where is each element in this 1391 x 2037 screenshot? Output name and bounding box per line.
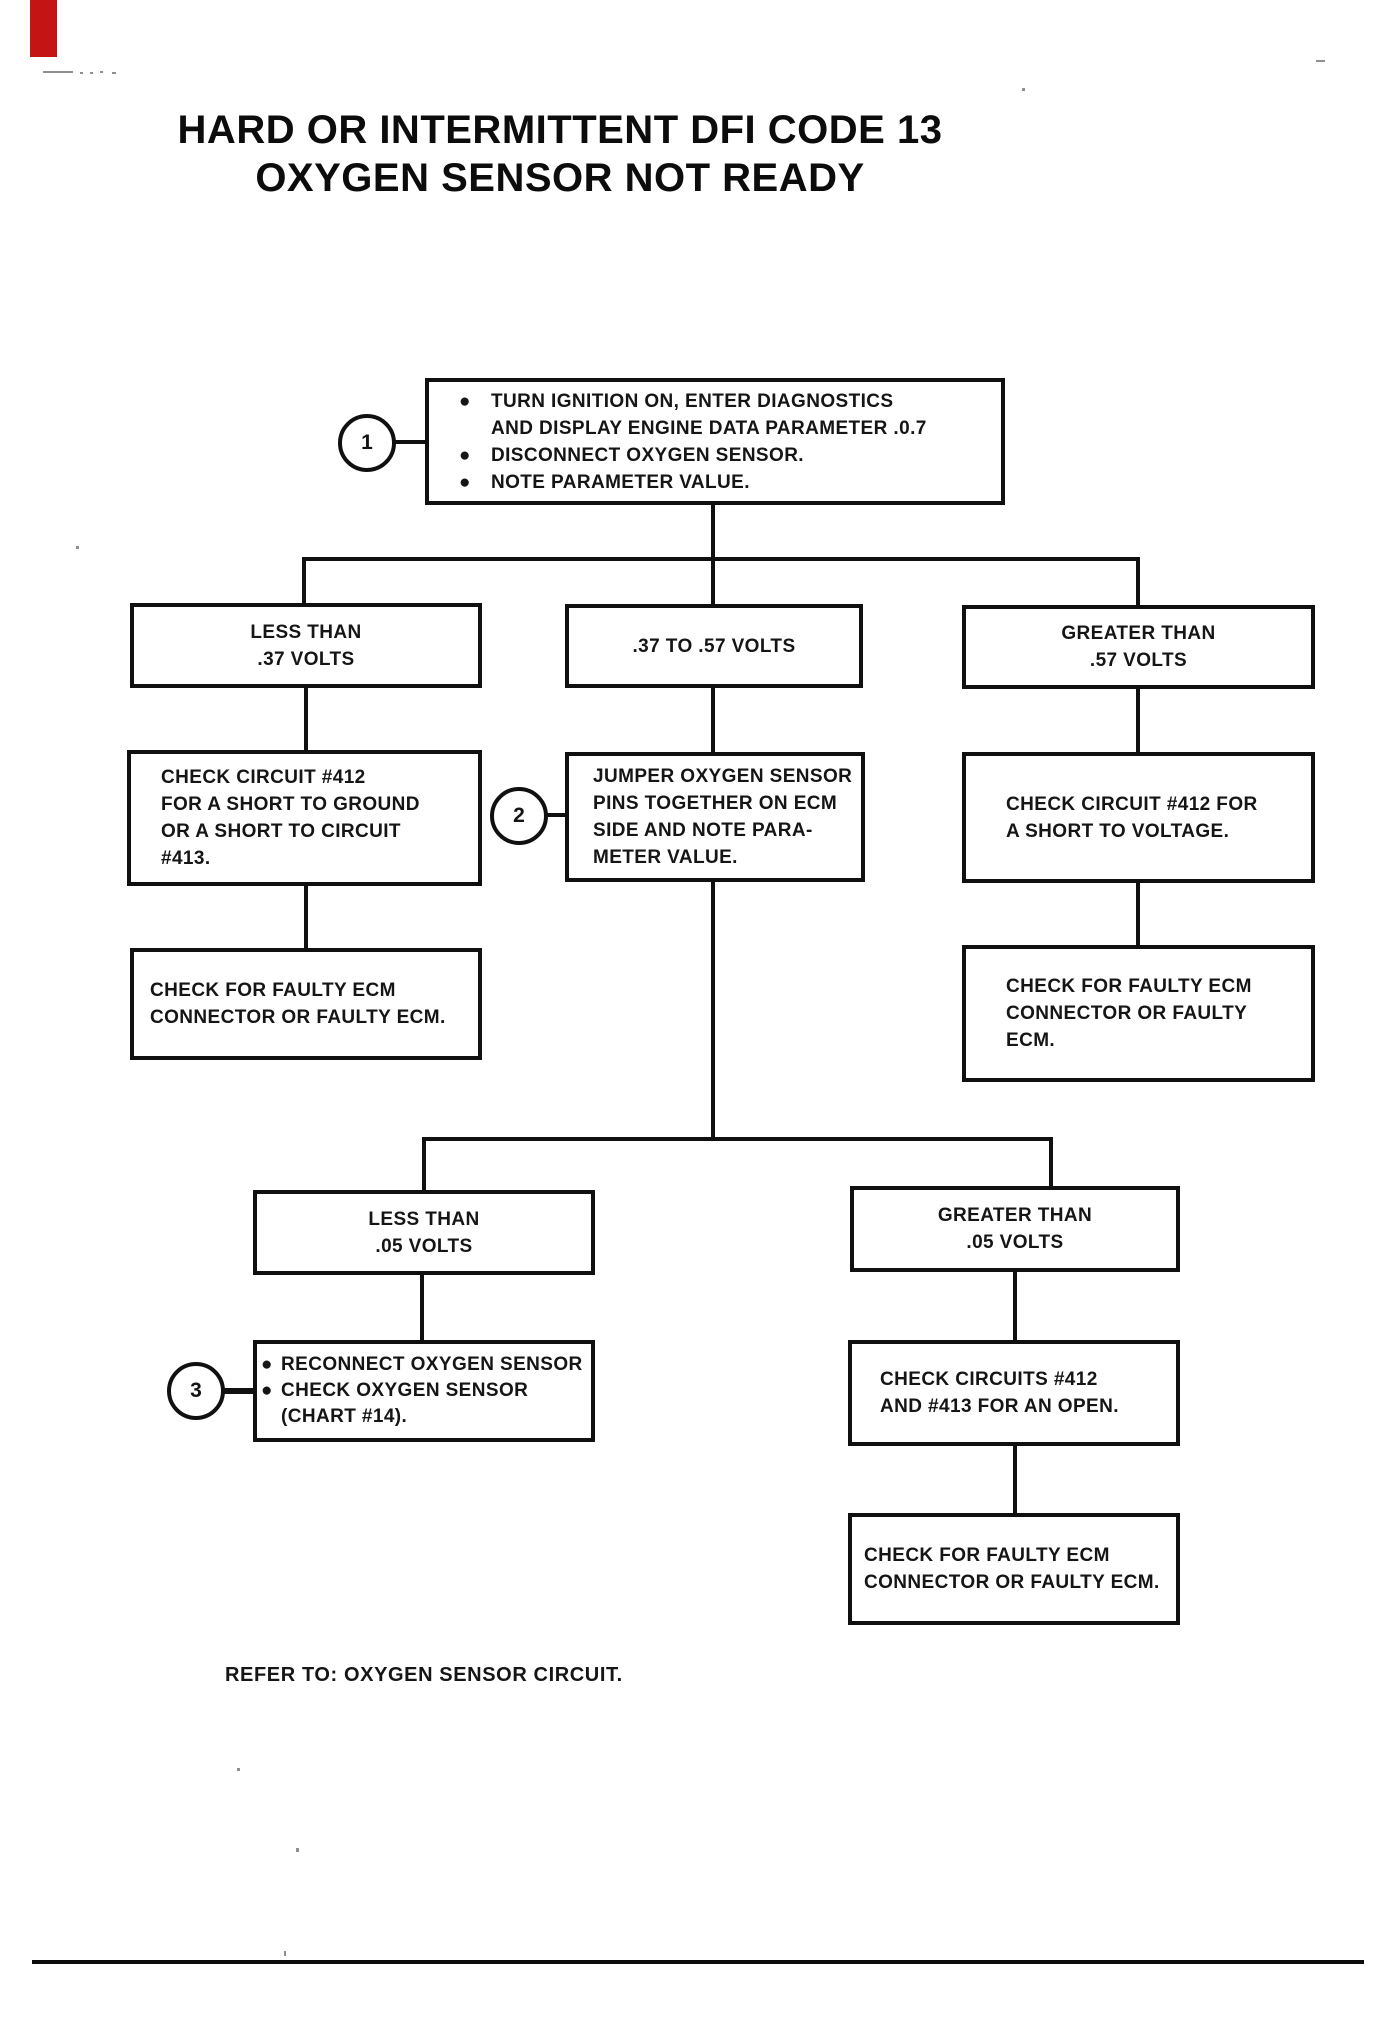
- node-faulty-ecm-right: CHECK FOR FAULTY ECM CONNECTOR OR FAULTY…: [962, 945, 1315, 1082]
- jumper-line-3: SIDE AND NOTE PARA-: [593, 820, 813, 841]
- edge-mid-down: [711, 688, 715, 752]
- ecm-left-line-1: CHECK FOR FAULTY ECM: [150, 980, 396, 1001]
- red-mark: [30, 0, 57, 57]
- jumper-line-4: METER VALUE.: [593, 847, 738, 868]
- edge-start-stem: [711, 503, 715, 559]
- bullet-icon: ●: [459, 444, 471, 466]
- node-faulty-ecm-left: CHECK FOR FAULTY ECM CONNECTOR OR FAULTY…: [130, 948, 482, 1060]
- start-bullet-1-line-2: AND DISPLAY ENGINE DATA PARAMETER .0.7: [491, 417, 927, 439]
- title-line-1: HARD OR INTERMITTENT DFI CODE 13: [177, 108, 943, 152]
- ecm-left-line-2: CONNECTOR OR FAULTY ECM.: [150, 1007, 446, 1028]
- edge-lt37-down: [304, 688, 308, 750]
- start-bullet-3: NOTE PARAMETER VALUE.: [491, 471, 750, 493]
- speckle: [1316, 60, 1325, 62]
- node-less-than-05: LESS THAN .05 VOLTS: [253, 1190, 595, 1275]
- page-title: HARD OR INTERMITTENT DFI CODE 13 OXYGEN …: [0, 106, 1120, 202]
- gt57-line-2: .57 VOLTS: [1089, 650, 1188, 671]
- node-faulty-ecm-bottom: CHECK FOR FAULTY ECM CONNECTOR OR FAULTY…: [848, 1513, 1180, 1625]
- edge-drop-left: [302, 559, 306, 605]
- edge-lower-rail: [422, 1137, 1053, 1141]
- speckle: [80, 72, 83, 74]
- edge-circle2-to-jumper: [546, 813, 567, 817]
- lt37-line-2: .37 VOLTS: [257, 648, 355, 670]
- ecm-bottom-line-2: CONNECTOR OR FAULTY ECM.: [864, 1572, 1160, 1593]
- edge-lower-drop-left: [422, 1139, 426, 1190]
- speckle: [100, 71, 103, 73]
- bullet-icon: ●: [261, 1380, 273, 1401]
- edge-gt57-down: [1136, 689, 1140, 752]
- check412voltage-line-2: A SHORT TO VOLTAGE.: [1006, 820, 1230, 842]
- node-37-to-57: .37 TO .57 VOLTS: [565, 604, 863, 688]
- speckle: [296, 1848, 299, 1852]
- node-jumper-pins: JUMPER OXYGEN SENSOR PINS TOGETHER ON EC…: [565, 752, 865, 882]
- step-circle-1: 1: [338, 414, 396, 472]
- mid3757-line-1: .37 TO .57 VOLTS: [632, 635, 796, 657]
- edge-checkopen-down: [1013, 1446, 1017, 1513]
- speckle: [43, 71, 73, 73]
- edge-drop-right: [1136, 559, 1140, 607]
- node-reconnect-sensor: ● RECONNECT OXYGEN SENSOR ● CHECK OXYGEN…: [253, 1340, 595, 1442]
- jumper-line-2: PINS TOGETHER ON ECM: [593, 793, 838, 814]
- speckle: [284, 1951, 286, 1956]
- ecm-bottom-line-1: CHECK FOR FAULTY ECM: [864, 1545, 1110, 1566]
- bullet-icon: ●: [459, 471, 471, 493]
- ecm-right-line-3: ECM.: [1006, 1030, 1056, 1051]
- check-open-line-1: CHECK CIRCUITS #412: [880, 1369, 1098, 1390]
- jumper-line-1: JUMPER OXYGEN SENSOR: [593, 766, 853, 787]
- edge-right-ecm-down: [1136, 883, 1140, 945]
- edge-left-ecm-down: [304, 886, 308, 948]
- check412ground-line-3: OR A SHORT TO CIRCUIT: [161, 821, 401, 842]
- speckle: [237, 1768, 240, 1771]
- lt05-line-1: LESS THAN: [368, 1208, 480, 1230]
- gt05-line-2: .05 VOLTS: [966, 1232, 1064, 1253]
- step-circle-2: 2: [490, 787, 548, 845]
- lt37-line-1: LESS THAN: [250, 621, 362, 643]
- speckle: [112, 72, 116, 74]
- check412ground-line-4: #413.: [161, 848, 211, 869]
- edge-lt05-down: [420, 1275, 424, 1340]
- edge-branch-rail: [302, 557, 1140, 561]
- speckle: [76, 546, 79, 549]
- reconnect-bullet-2-line-1: CHECK OXYGEN SENSOR: [281, 1380, 529, 1401]
- speckle: [90, 72, 93, 74]
- node-check-412-ground: CHECK CIRCUIT #412 FOR A SHORT TO GROUND…: [127, 750, 482, 886]
- edge-circle1-to-start: [394, 440, 427, 444]
- bullet-icon: ●: [261, 1354, 273, 1375]
- bottom-rule: [32, 1960, 1364, 1964]
- reconnect-bullet-2-line-2: (CHART #14).: [281, 1406, 408, 1427]
- gt57-line-1: GREATER THAN: [1061, 623, 1216, 644]
- check412voltage-line-1: CHECK CIRCUIT #412 FOR: [1006, 793, 1258, 815]
- node-check-412-voltage: CHECK CIRCUIT #412 FOR A SHORT TO VOLTAG…: [962, 752, 1315, 883]
- footer-note: REFER TO: OXYGEN SENSOR CIRCUIT.: [225, 1664, 623, 1686]
- ecm-right-line-1: CHECK FOR FAULTY ECM: [1006, 976, 1252, 997]
- node-greater-than-57: GREATER THAN .57 VOLTS: [962, 605, 1315, 689]
- edge-lower-drop-right: [1049, 1139, 1053, 1187]
- step-circle-3-label: 3: [190, 1379, 202, 1402]
- title-line-2: OXYGEN SENSOR NOT READY: [255, 156, 865, 200]
- gt05-line-1: GREATER THAN: [937, 1205, 1093, 1226]
- check-open-line-2: AND #413 FOR AN OPEN.: [880, 1396, 1119, 1417]
- edge-gt05-down: [1013, 1272, 1017, 1340]
- node-greater-than-05: GREATER THAN .05 VOLTS: [850, 1186, 1180, 1272]
- node-less-than-37: LESS THAN .37 VOLTS: [130, 603, 482, 688]
- bullet-icon: ●: [459, 390, 471, 412]
- edge-drop-middle: [711, 559, 715, 605]
- check412ground-line-1: CHECK CIRCUIT #412: [161, 767, 366, 788]
- edge-jumper-long-stem: [711, 882, 715, 1141]
- start-bullet-2: DISCONNECT OXYGEN SENSOR.: [491, 444, 804, 466]
- step-circle-3: 3: [167, 1362, 225, 1420]
- step-circle-2-label: 2: [513, 804, 525, 827]
- edge-circle3-to-reconnect: [223, 1388, 255, 1394]
- start-bullet-1-line-1: TURN IGNITION ON, ENTER DIAGNOSTICS: [491, 390, 894, 412]
- reconnect-bullet-1: RECONNECT OXYGEN SENSOR: [281, 1354, 583, 1375]
- node-start-instructions: ● TURN IGNITION ON, ENTER DIAGNOSTICS AN…: [425, 378, 1005, 505]
- node-check-open: CHECK CIRCUITS #412 AND #413 FOR AN OPEN…: [848, 1340, 1180, 1446]
- speckle: [1022, 88, 1025, 91]
- lt05-line-2: .05 VOLTS: [375, 1235, 473, 1257]
- ecm-right-line-2: CONNECTOR OR FAULTY: [1006, 1003, 1248, 1024]
- check412ground-line-2: FOR A SHORT TO GROUND: [161, 794, 420, 815]
- step-circle-1-label: 1: [361, 431, 373, 454]
